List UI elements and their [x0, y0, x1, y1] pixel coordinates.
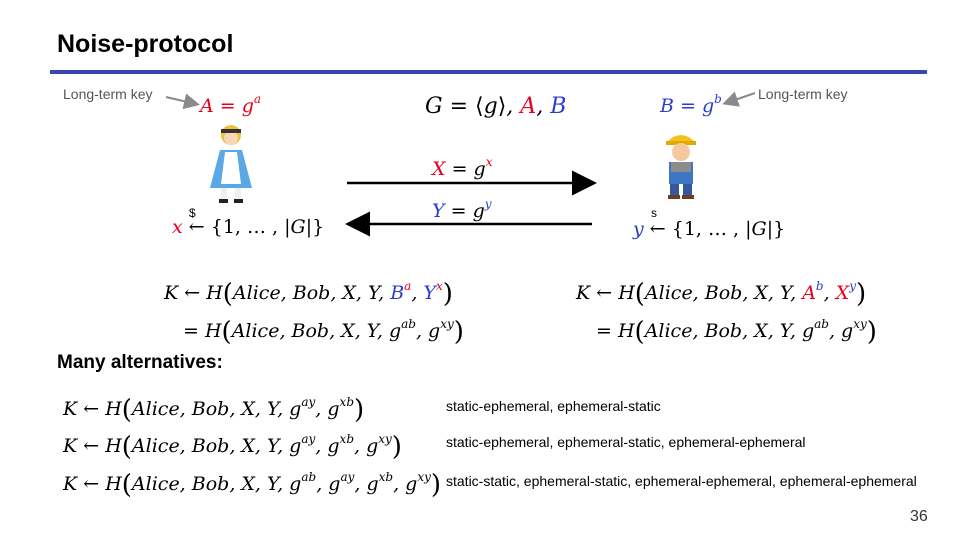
pointer-right-key [722, 91, 756, 107]
alice-icon [210, 125, 252, 203]
alternative-2: K ← H(Alice, Bob, X, Y, gay, gxb, gxy) [63, 432, 402, 462]
alice-key-derivation-2: = H(Alice, Bob, X, Y, gab, gxy) [183, 317, 464, 347]
alice-sample-marker: $ [189, 206, 196, 220]
group-def: G = ⟨g⟩, A, B [425, 94, 567, 119]
alternative-1: K ← H(Alice, Bob, X, Y, gay, gxb) [63, 395, 365, 425]
alice-key-eq: A = ga [200, 92, 262, 117]
bob-key-derivation-1: K ← H(Alice, Bob, X, Y, Ab, Xy) [576, 279, 867, 309]
bob-key-eq: B = gb [660, 92, 722, 117]
message-x: X = gx [432, 155, 493, 180]
alice-sample: x ← {1, … , |G|} [172, 216, 325, 238]
bob-sample: y ← {1, … , |G|} [633, 218, 786, 240]
alternative-2-desc: static-ephemeral, ephemeral-static, ephe… [446, 434, 806, 450]
message-y: Y = gy [432, 197, 492, 222]
pointer-left-key [165, 93, 200, 110]
alternative-3: K ← H(Alice, Bob, X, Y, gab, gay, gxb, g… [63, 470, 442, 500]
bob-sample-marker: s [651, 206, 657, 220]
right-longterm-label: Long-term key [758, 86, 848, 102]
left-longterm-label: Long-term key [63, 86, 153, 102]
title-rule [50, 70, 927, 74]
alice-key-derivation-1: K ← H(Alice, Bob, X, Y, Ba, Yx) [164, 279, 453, 309]
alternative-1-desc: static-ephemeral, ephemeral-static [446, 398, 661, 414]
alternatives-heading: Many alternatives: [57, 352, 223, 373]
slide-title: Noise-protocol [57, 30, 234, 58]
bob-icon [666, 135, 696, 199]
page-number: 36 [910, 508, 928, 525]
alternative-3-desc: static-static, ephemeral-static, ephemer… [446, 473, 917, 489]
bob-key-derivation-2: = H(Alice, Bob, X, Y, gab, gxy) [596, 317, 877, 347]
